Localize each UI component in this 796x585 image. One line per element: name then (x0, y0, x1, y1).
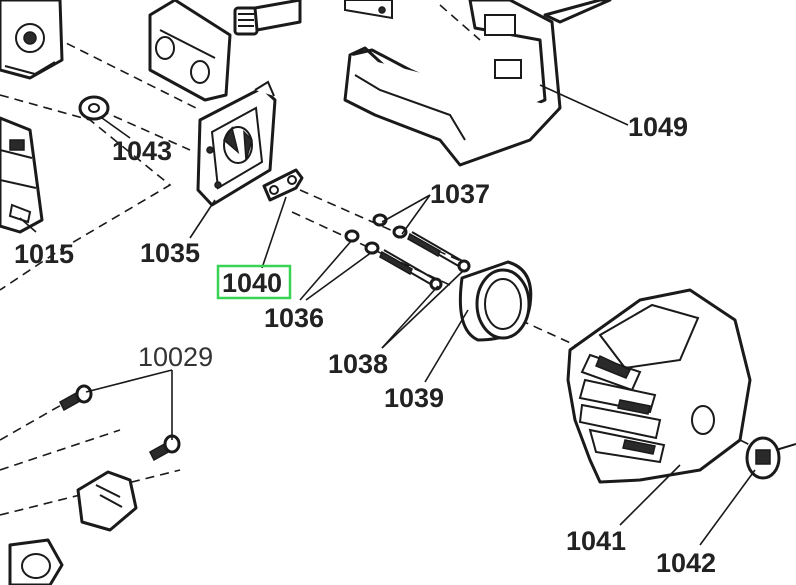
label-1043: 1043 (112, 136, 172, 166)
plate-part-top (344, 0, 393, 20)
adapter-plate-part (148, 0, 232, 102)
frame-bracket-part-1049 (343, 0, 612, 167)
starter-handle-part (8, 470, 138, 585)
label-1040: 1040 (222, 268, 282, 298)
engine-body-part (0, 116, 44, 234)
highlight-box-1040 (216, 264, 292, 300)
label-1041: 1041 (566, 526, 626, 556)
bolt-parts-10029 (59, 384, 181, 462)
label-1035: 1035 (140, 238, 200, 268)
bolt-part-top (233, 0, 302, 36)
washer-part-1043 (78, 95, 110, 121)
air-filter-base-part-1035 (196, 80, 277, 207)
label-1036: 1036 (264, 303, 324, 333)
label-1049: 1049 (628, 112, 688, 142)
gasket-part-1040 (262, 168, 304, 202)
label-1037: 1037 (430, 179, 490, 209)
label-1038: 1038 (328, 349, 388, 379)
label-1042: 1042 (656, 548, 716, 578)
label-1015: 1015 (14, 239, 74, 269)
carburetor-part (0, 0, 64, 80)
filter-ring-part-1039 (458, 260, 533, 342)
leader-lines (19, 84, 756, 546)
assembly-guide-lines (0, 4, 751, 516)
label-1039: 1039 (384, 383, 444, 413)
air-filter-cover-part-1041 (566, 288, 752, 484)
cover-knob-part-1042 (745, 436, 796, 480)
label-10029: 10029 (138, 342, 213, 372)
